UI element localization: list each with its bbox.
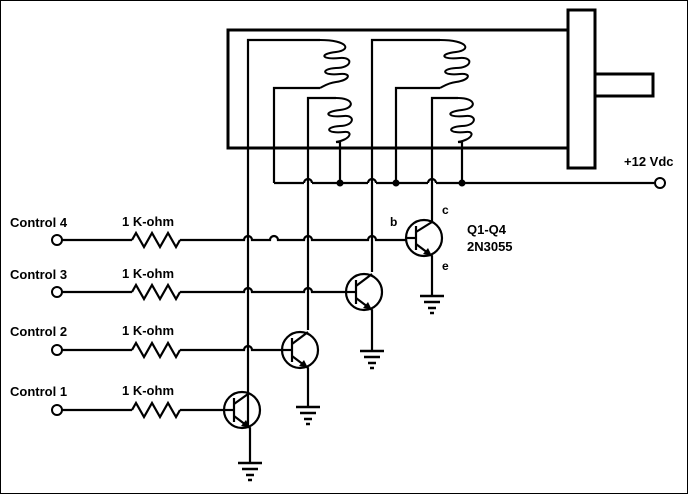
resistor-1-label: 1 K-ohm: [122, 383, 174, 398]
supply-terminal: [654, 177, 666, 189]
winding-lead-c1: [370, 38, 440, 272]
control-lines: [51, 230, 406, 420]
resistor-4-icon: [131, 230, 181, 250]
bus-junction-2: [392, 179, 400, 187]
resistor-2-label: 1 K-ohm: [122, 323, 174, 338]
q4-collector-lead: [415, 221, 433, 233]
transistor-q4: [404, 218, 444, 295]
ground-q3-icon: [360, 349, 384, 370]
resistor-1-icon: [131, 400, 181, 420]
resistor-3-icon: [131, 282, 181, 302]
control-3-label: Control 3: [10, 267, 67, 282]
supply-label: +12 Vdc: [624, 154, 674, 169]
control-4-wire-b: [180, 234, 406, 242]
motor-windings: [246, 38, 475, 426]
coil-a-icon: [319, 39, 351, 89]
supply-bus: [274, 177, 666, 189]
winding-lead-d1: [430, 96, 458, 222]
winding-lead-a2: [272, 86, 320, 183]
q3-emitter-arrow-icon: [363, 302, 372, 310]
control-1-label: Control 1: [10, 384, 67, 399]
bus-hop-2: [366, 177, 378, 184]
transistor-q1: [222, 390, 262, 462]
transistor-q2: [280, 330, 320, 406]
ground-q4-icon: [420, 294, 444, 315]
ground-q1-icon: [238, 461, 262, 482]
control-1-terminal: [51, 404, 63, 416]
bus-junction-3: [458, 179, 466, 187]
pin-emitter-label: e: [442, 259, 449, 273]
q3-collector-lead: [355, 273, 373, 287]
q1-emitter-arrow-icon: [241, 420, 250, 428]
transistor-label: Q1-Q4: [467, 222, 507, 237]
coil-b-icon: [327, 97, 353, 143]
q1-collector-lead: [233, 393, 249, 405]
bus-hop-3: [426, 177, 438, 184]
transistor-part-label: 2N3055: [467, 239, 513, 254]
resistor-3-label: 1 K-ohm: [122, 266, 174, 281]
control-2-label: Control 2: [10, 324, 67, 339]
coil-c-icon: [439, 39, 471, 89]
pin-collector-label: c: [442, 203, 449, 217]
control-4-terminal: [51, 234, 63, 246]
motor-flange: [566, 8, 597, 170]
q4-emitter-arrow-icon: [423, 248, 432, 256]
q2-body-icon: [280, 330, 320, 370]
winding-lead-a1: [246, 38, 320, 426]
control-2-wire-b: [180, 344, 284, 352]
ground-q2-icon: [296, 405, 320, 426]
pin-base-label: b: [390, 215, 397, 229]
stepper-motor: [226, 8, 655, 170]
resistor-4-label: 1 K-ohm: [122, 214, 174, 229]
bus-junction-1: [336, 179, 344, 187]
q2-emitter-arrow-icon: [299, 360, 308, 368]
motor-housing: [226, 28, 570, 150]
control-3-terminal: [51, 286, 63, 298]
control-3-wire-b: [180, 286, 346, 294]
coil-d-icon: [449, 97, 475, 143]
winding-lead-c2: [394, 86, 440, 183]
control-4-label: Control 4: [10, 215, 68, 230]
winding-lead-b1: [306, 96, 336, 330]
bus-hop-1: [302, 177, 314, 184]
motor-shaft: [593, 72, 655, 98]
resistor-2-icon: [131, 340, 181, 360]
q2-collector-lead: [291, 331, 309, 345]
transistor-q3: [344, 272, 384, 350]
control-2-terminal: [51, 344, 63, 356]
